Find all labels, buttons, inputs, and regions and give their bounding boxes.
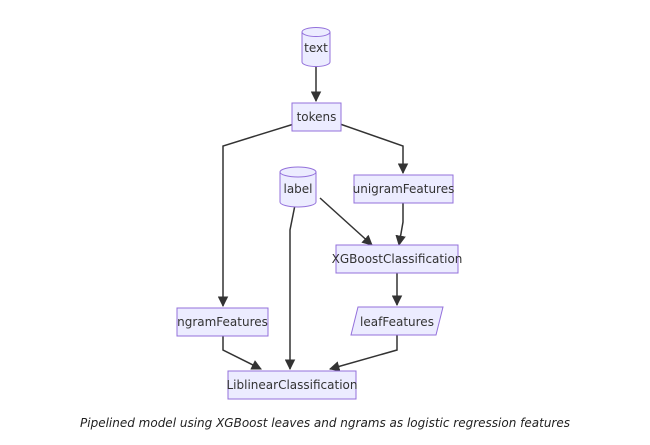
edge-label-to-XGBoostClassification (319, 197, 373, 246)
edge-unigramFeatures-to-XGBoostClassification (395, 200, 406, 247)
edges (217, 66, 409, 372)
node-leafFeatures-label: leafFeatures (360, 315, 434, 329)
node-LiblinearClassification: LiblinearClassification (227, 370, 358, 400)
node-leafFeatures: leafFeatures (350, 306, 444, 336)
node-ngramFeatures: ngramFeatures (176, 307, 269, 337)
node-XGBoostClassification-label: XGBoostClassification (332, 252, 463, 266)
node-unigramFeatures: unigramFeatures (353, 174, 455, 204)
node-ngramFeatures-label: ngramFeatures (177, 315, 268, 329)
edge-label-to-LiblinearClassification (284, 204, 296, 371)
pipeline-flowchart: text tokens label unigramFeatures XGBoos… (176, 27, 463, 400)
edge-ngramFeatures-to-LiblinearClassification (222, 336, 262, 370)
node-XGBoostClassification: XGBoostClassification (332, 244, 463, 274)
node-text: text (301, 27, 331, 67)
figure-caption: Pipelined model using XGBoost leaves and… (80, 416, 570, 430)
edge-tokens-to-unigramFeatures (339, 123, 409, 175)
node-text-label: text (304, 41, 328, 55)
node-label: label (279, 166, 317, 208)
edge-leafFeatures-to-LiblinearClassification (328, 334, 398, 372)
edge-tokens-to-ngramFeatures (217, 123, 295, 308)
node-unigramFeatures-label: unigramFeatures (353, 182, 455, 196)
node-label-label: label (283, 182, 312, 196)
node-tokens-label: tokens (297, 110, 337, 124)
node-LiblinearClassification-label: LiblinearClassification (227, 378, 358, 392)
node-tokens: tokens (291, 102, 342, 132)
